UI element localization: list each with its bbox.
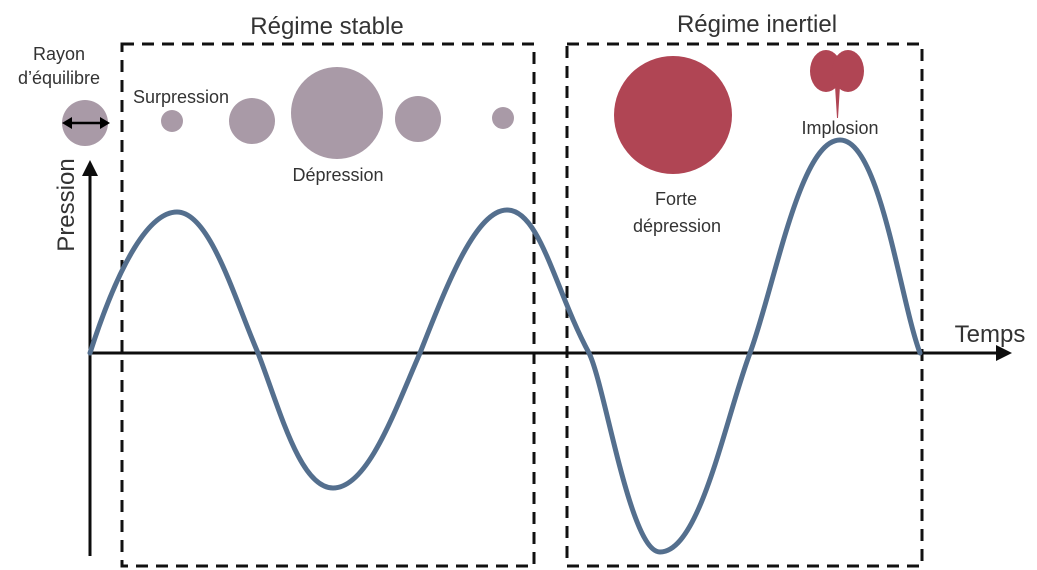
implosion-label: Implosion bbox=[801, 118, 878, 138]
equilibrium-radius-label-line2: d’équilibre bbox=[18, 68, 100, 88]
stable-bubble-small-2 bbox=[492, 107, 514, 129]
strong-depression-label-line1: Forte bbox=[655, 189, 697, 209]
equilibrium-radius-label-line1: Rayon bbox=[33, 44, 85, 64]
stable-bubble-small-1 bbox=[161, 110, 183, 132]
inertial-regime-title: Régime inertiel bbox=[677, 11, 837, 38]
imploding-bubble bbox=[810, 50, 864, 118]
pressure-axis-arrowhead bbox=[82, 160, 98, 176]
depression-label: Dépression bbox=[292, 165, 383, 185]
stable-regime-title: Régime stable bbox=[250, 13, 403, 40]
stable-regime-frame bbox=[120, 42, 536, 568]
strong-depression-label-line2: dépression bbox=[633, 216, 721, 236]
double-arrow-left-head bbox=[62, 117, 72, 129]
imploding-bubble-left-lobe bbox=[810, 50, 842, 92]
overpressure-label: Surpression bbox=[133, 87, 229, 107]
imploding-bubble-jet bbox=[835, 86, 840, 118]
double-arrow-right-head bbox=[100, 117, 110, 129]
inertial-bubble-large bbox=[614, 56, 732, 174]
pressure-axis-label: Pression bbox=[53, 158, 80, 251]
pressure-curve bbox=[87, 137, 923, 555]
stable-bubble-medium-2 bbox=[395, 96, 441, 142]
time-axis-label: Temps bbox=[955, 321, 1026, 348]
time-axis-arrowhead bbox=[996, 345, 1012, 361]
stable-bubble-large bbox=[291, 67, 383, 159]
imploding-bubble-right-lobe bbox=[832, 50, 864, 92]
stable-bubble-medium-1 bbox=[229, 98, 275, 144]
